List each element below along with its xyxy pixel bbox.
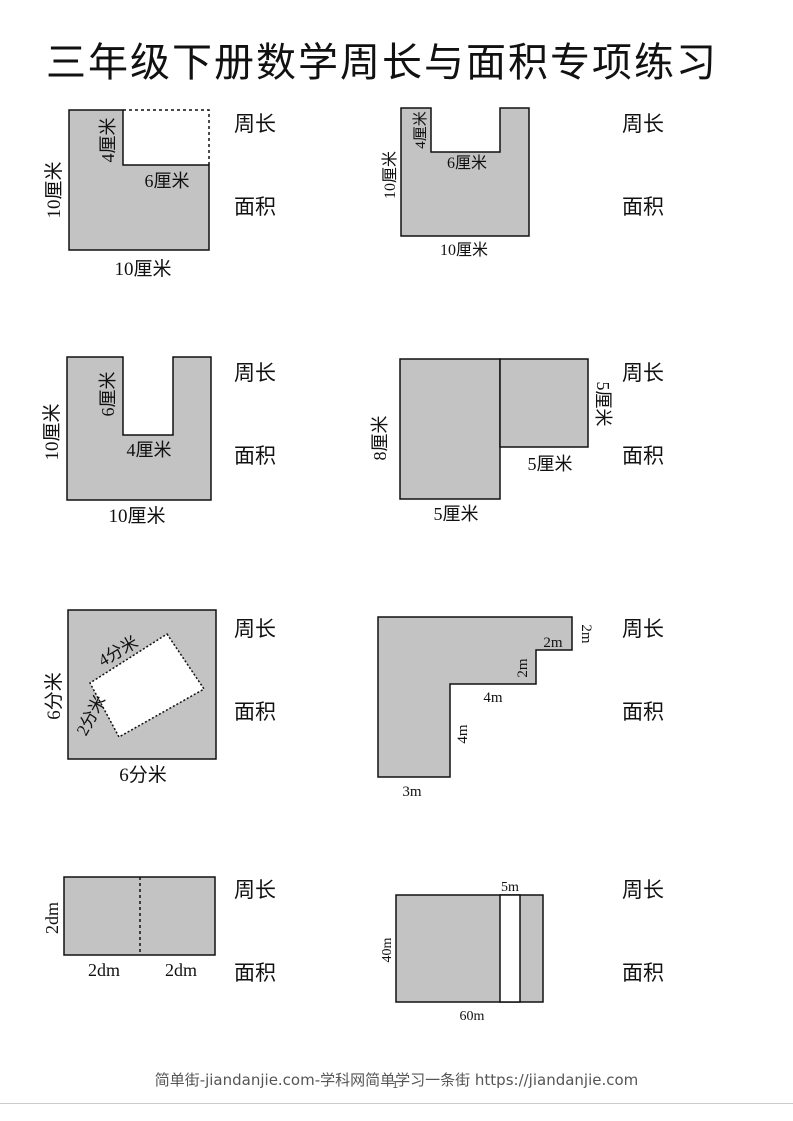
fig7-left-w-label: 2dm: [88, 960, 120, 980]
fig6-step-right-h-label: 2m: [578, 624, 594, 644]
fig6-step-top-w-label: 2m: [543, 635, 563, 651]
figure-1: 10厘米 10厘米 4厘米 6厘米: [43, 109, 210, 280]
fig3-left-label: 10厘米: [41, 403, 63, 460]
area-label-1-left: 面积: [234, 195, 276, 219]
fig1-cut-width-label: 6厘米: [145, 171, 190, 191]
perimeter-label-3-left: 周长: [234, 617, 276, 641]
fig4-square-bottom-label: 5厘米: [528, 454, 573, 474]
fig8-strip-label: 5m: [501, 880, 519, 895]
area-label-2-left: 面积: [234, 444, 276, 468]
perimeter-label-3-right: 周长: [622, 617, 664, 641]
fig2-bottom-label: 10厘米: [440, 241, 488, 259]
figure-2: 10厘米 10厘米 4厘米 6厘米: [381, 107, 530, 259]
perimeter-label-4-left: 周长: [234, 878, 276, 902]
area-label-3-right: 面积: [622, 700, 664, 724]
area-label-4-left: 面积: [234, 961, 276, 985]
fig8-width-label: 60m: [460, 1009, 485, 1024]
area-label-1-right: 面积: [622, 195, 664, 219]
fig7-right-w-label: 2dm: [165, 960, 197, 980]
footer-text: 简单街-jiandanjie.com-学科网简单学习一条街 https://ji…: [154, 1071, 639, 1089]
fig8-height-label: 40m: [380, 937, 395, 962]
page-title: 三年级下册数学周长与面积专项练习: [46, 40, 718, 86]
perimeter-label-2-right: 周长: [622, 361, 664, 385]
area-label-3-left: 面积: [234, 700, 276, 724]
fig4-bottom-label: 5厘米: [434, 504, 479, 524]
fig4-square-side-label: 5厘米: [593, 382, 613, 427]
fig3-cut-width-label: 4厘米: [127, 440, 172, 460]
fig7-height-label: 2dm: [42, 902, 62, 934]
perimeter-label-1-right: 周长: [622, 112, 664, 136]
fig6-inner-h-label: 4m: [455, 724, 471, 744]
footer-divider: [0, 1103, 793, 1104]
perimeter-label-4-right: 周长: [622, 878, 664, 902]
fig2-cut-height-label: 4厘米: [412, 111, 429, 149]
figure-3: 10厘米 10厘米 6厘米 4厘米: [41, 356, 212, 527]
perimeter-label-1-left: 周长: [234, 112, 276, 136]
figure-7: 2dm 2dm 2dm: [42, 876, 216, 980]
fig3-bottom-label: 10厘米: [108, 505, 165, 527]
area-label-2-right: 面积: [622, 444, 664, 468]
fig2-left-label: 10厘米: [381, 151, 399, 199]
figure-6: 2m 2m 2m 4m 4m 3m: [377, 616, 594, 800]
fig1-bottom-label: 10厘米: [114, 258, 171, 280]
fig5-left-label: 6分米: [43, 672, 65, 720]
figure-5: 6分米 6分米 4分米 2分米: [43, 609, 217, 786]
fig1-left-label: 10厘米: [43, 161, 65, 218]
figure-8: 5m 40m 60m: [380, 880, 544, 1024]
fig3-cut-height-label: 6厘米: [98, 372, 118, 417]
fig5-bottom-label: 6分米: [119, 764, 167, 786]
area-label-4-right: 面积: [622, 961, 664, 985]
fig6-step2-w-label: 4m: [483, 690, 503, 706]
fig2-cut-width-label: 6厘米: [447, 154, 487, 172]
fig4-left-label: 8厘米: [370, 416, 390, 461]
fig6-bottom-w-label: 3m: [402, 784, 422, 800]
fig1-cut-height-label: 4厘米: [98, 118, 118, 163]
perimeter-label-2-left: 周长: [234, 361, 276, 385]
figure-4: 8厘米 5厘米 5厘米 5厘米: [370, 358, 613, 524]
fig6-step2-h-label: 2m: [515, 658, 531, 678]
page-number: 1: [392, 1080, 399, 1091]
